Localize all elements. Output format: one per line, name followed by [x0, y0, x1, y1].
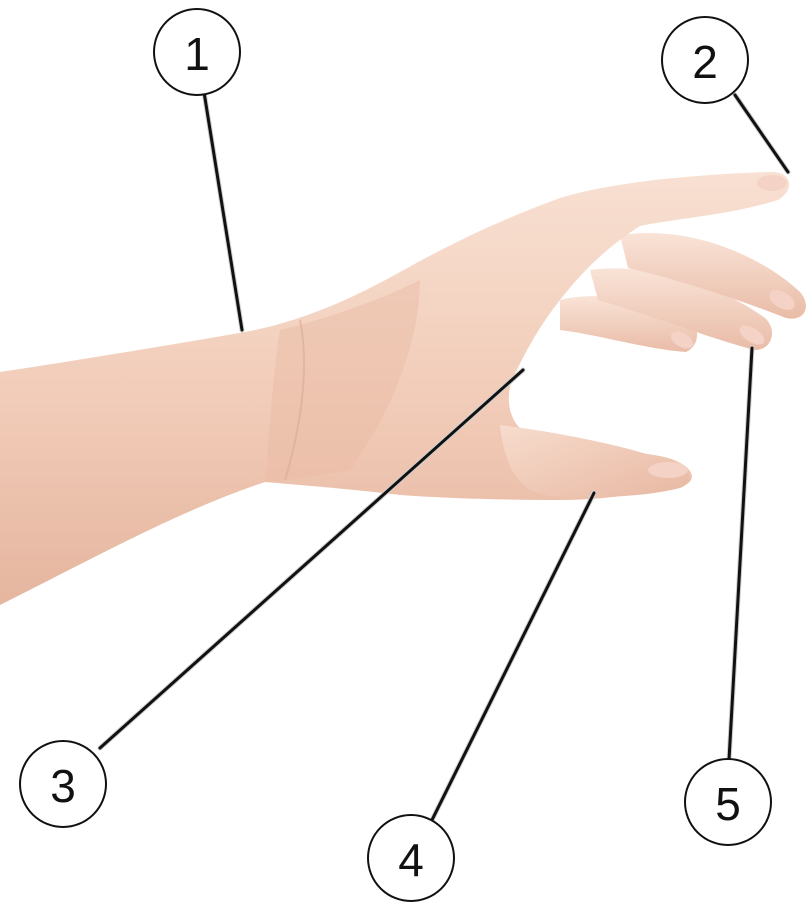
hand-illustration: [0, 172, 806, 605]
callout-1: 1: [154, 9, 240, 95]
callout-1-label: 1: [184, 28, 210, 80]
leader-line-5: [729, 348, 752, 760]
callout-4: 4: [368, 815, 454, 901]
callout-3: 3: [20, 741, 106, 827]
callout-2: 2: [662, 17, 748, 103]
thumb: [500, 425, 690, 497]
nail-long: [757, 175, 787, 191]
leader-line-4: [432, 493, 594, 820]
callout-5-label: 5: [715, 778, 741, 830]
callout-4-label: 4: [398, 834, 424, 886]
leader-line-1: [204, 92, 242, 330]
callout-3-label: 3: [50, 760, 76, 812]
leader-line-2: [735, 95, 788, 172]
callout-2-label: 2: [692, 36, 718, 88]
nail-thumb: [648, 462, 688, 478]
callout-5: 5: [685, 759, 771, 845]
